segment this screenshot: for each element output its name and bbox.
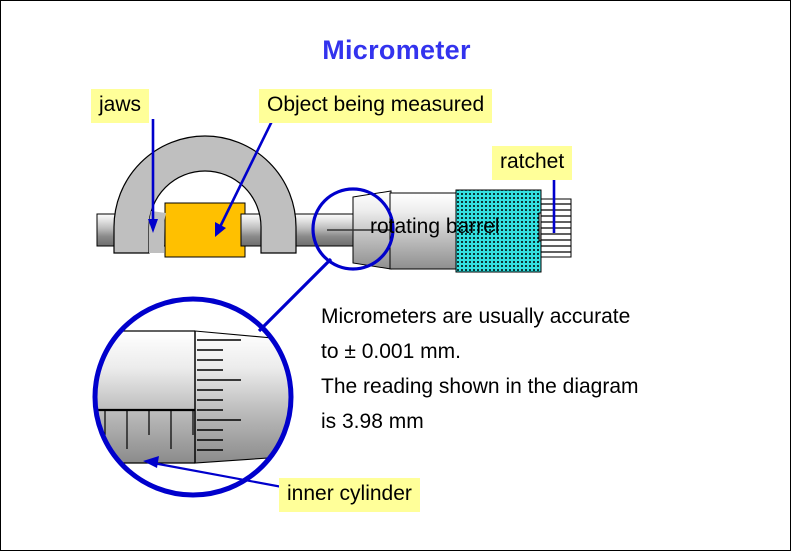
leader-lines xyxy=(143,118,556,491)
label-inner-cylinder: inner cylinder xyxy=(279,478,420,512)
magnifier-detail-circle xyxy=(92,296,294,498)
tapered-sleeve xyxy=(327,190,397,270)
label-rotating-barrel: rotating barrel xyxy=(370,215,500,238)
description-text: Micrometers are usually accurate to ± 0.… xyxy=(321,299,751,439)
label-ratchet: ratchet xyxy=(492,146,573,180)
description-line-1: Micrometers are usually accurate xyxy=(321,305,631,328)
ratchet-knob xyxy=(540,198,572,258)
leader-object xyxy=(217,118,275,230)
label-object-being-measured: Object being measured xyxy=(259,89,493,123)
barrel-body xyxy=(389,192,458,270)
arrowhead-object xyxy=(215,222,226,237)
leader-inner-cylinder xyxy=(152,461,294,491)
description-line-4: is 3.98 mm xyxy=(321,410,424,433)
measured-object xyxy=(164,202,246,258)
description-line-3: The reading shown in the diagram xyxy=(321,375,639,398)
arrowhead-jaws xyxy=(148,219,158,233)
arrowhead-inner-cylinder xyxy=(143,456,159,468)
magnified-detail xyxy=(92,296,294,498)
magnifier-source-circle xyxy=(311,187,395,271)
rotating-barrel xyxy=(455,189,542,273)
description-line-2: to ± 0.001 mm. xyxy=(321,340,461,363)
page-title: Micrometer xyxy=(322,35,471,65)
magnifier-connector-line xyxy=(257,257,333,333)
label-jaws: jaws xyxy=(91,89,150,123)
